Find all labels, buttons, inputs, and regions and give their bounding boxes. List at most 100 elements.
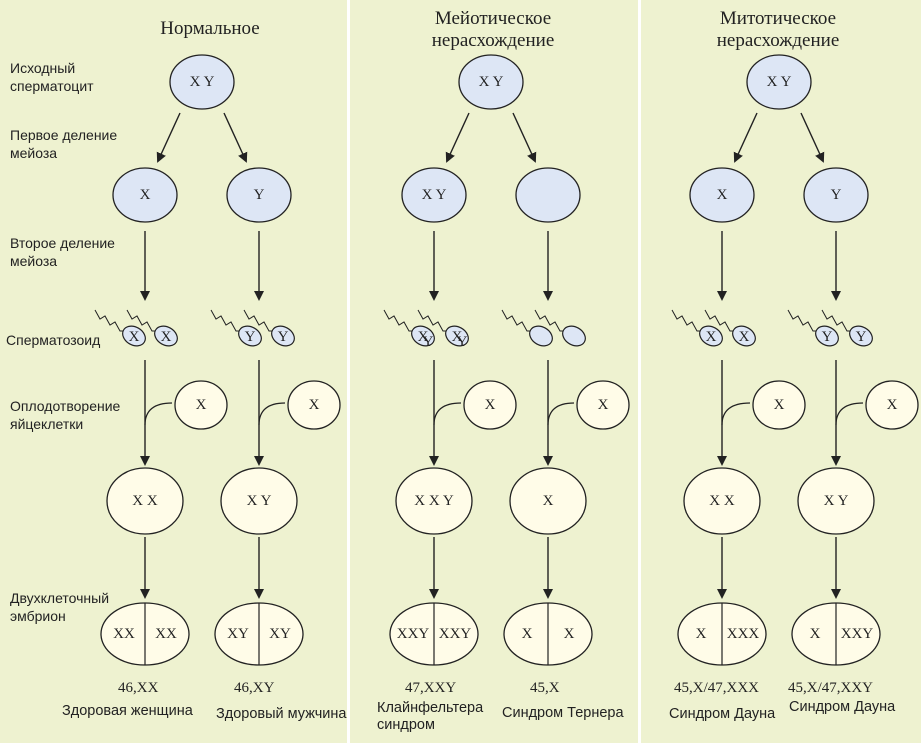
sperm-cell (562, 325, 586, 347)
fertilization-curve (433, 402, 462, 426)
egg-cell (463, 380, 517, 430)
embryo-cell-label: XXY (397, 626, 430, 642)
sperm-tail (704, 309, 735, 332)
sperm-cell (271, 325, 295, 347)
egg-cell (287, 380, 341, 430)
sperm-chromosome-label: X (706, 329, 717, 345)
sperm-chromosome-label: Y (278, 329, 289, 345)
embryo-cell-label: X (696, 626, 707, 642)
fertilization-curve (258, 402, 286, 426)
sperm-cell (699, 325, 723, 347)
embryo-cell-label: XX (113, 626, 135, 642)
fertilization-curve (721, 402, 751, 426)
sperm-chromosome-label: X (161, 329, 172, 345)
sperm-chromosome-label: X (452, 329, 463, 345)
embryo-cell-label: XY (269, 626, 291, 642)
cell-chromosome-label: X Y (190, 74, 215, 90)
fertilization-curve (835, 402, 864, 426)
zygote-cell (509, 467, 587, 535)
column-title-normal: Нормальное (160, 18, 260, 39)
sperm-cell (411, 325, 435, 347)
secondary-cell (401, 167, 467, 223)
sperm-tail (210, 309, 241, 332)
secondary-cell (689, 167, 755, 223)
zygote-chromosome-label: X Y (247, 493, 272, 509)
sperm-cell (849, 325, 873, 347)
secondary-cell (112, 167, 178, 223)
zygote-cell (395, 467, 473, 535)
egg-chromosome-label: X (196, 397, 207, 413)
sperm-cell (122, 325, 146, 347)
sperm-chromosome-label: Y (822, 329, 833, 345)
zygote-cell (797, 467, 875, 535)
karyotype-label: 45,X (530, 680, 560, 696)
stage-label-initial: Исходный сперматоцит (10, 60, 94, 94)
zygote-cell (106, 467, 184, 535)
arrow (512, 112, 537, 163)
outcome-label: Синдром Тернера (502, 705, 624, 721)
zygote-chromosome-label: X X Y (414, 493, 454, 509)
sperm-tail (501, 309, 532, 332)
stage-label-sperm: Сперматозоид (6, 332, 101, 348)
sperm-cell (732, 325, 756, 347)
karyotype-label: 46,XX (118, 680, 159, 696)
embryo-cell-label: XXY (841, 626, 874, 642)
egg-cell (865, 380, 919, 430)
embryo-cell-label: XX (155, 626, 177, 642)
column-title-meiotic: Мейотическое нерасхождение (431, 8, 555, 51)
egg-chromosome-label: X (774, 397, 785, 413)
zygote-chromosome-label: X Y (824, 493, 849, 509)
sperm-chromosome-label: Y (245, 329, 256, 345)
outcome-label: Здоровая женщина (62, 703, 193, 719)
cell-chromosome-label: X Y (479, 74, 504, 90)
sperm-chromosome-label: Y (457, 334, 468, 350)
zygote-chromosome-label: X X (709, 493, 735, 509)
secondary-cell (226, 167, 292, 223)
arrow (223, 112, 248, 163)
sperm-tail (534, 309, 565, 332)
stage-label-meiosis2: Второе деление мейоза (10, 235, 115, 269)
zygote-chromosome-label: X X (132, 493, 158, 509)
sperm-chromosome-label: X (739, 329, 750, 345)
cell-chromosome-label: X Y (422, 187, 447, 203)
sperm-chromosome-label: Y (423, 334, 434, 350)
embryo-cell-label: X (522, 626, 533, 642)
spermatocyte-cell (169, 54, 235, 110)
sperm-tail (383, 309, 414, 332)
embryo-cell-label: XXX (727, 626, 760, 642)
secondary-cell (515, 167, 581, 223)
outcome-label: Клайнфельтера синдром (377, 700, 484, 733)
stage-label-embryo: Двухклеточный эмбрион (10, 590, 110, 624)
karyotype-label: 46,XY (234, 680, 275, 696)
sperm-tail (94, 309, 125, 332)
egg-cell (174, 380, 228, 430)
sperm-tail (821, 309, 852, 332)
zygote-cell (683, 467, 761, 535)
zygote-cell (220, 467, 298, 535)
sperm-chromosome-label: X (129, 329, 140, 345)
egg-chromosome-label: X (887, 397, 898, 413)
fertilization-curve (144, 402, 173, 426)
embryo-cell-label: XY (227, 626, 249, 642)
arrow (800, 112, 825, 163)
arrow (733, 112, 758, 163)
stage-label-fertilization: Оплодотворение яйцеклетки (10, 398, 121, 432)
secondary-cell (803, 167, 869, 223)
egg-cell (576, 380, 630, 430)
spermatocyte-cell (746, 54, 812, 110)
karyotype-label: 45,X/47,XXX (674, 680, 759, 696)
egg-cell (752, 380, 806, 430)
outcome-label: Синдром Дауна (669, 706, 776, 722)
zygote-chromosome-label: X (543, 493, 554, 509)
sperm-tail (787, 309, 818, 332)
sperm-chromosome-label: X (418, 329, 429, 345)
sperm-tail (671, 309, 702, 332)
spermatocyte-cell (458, 54, 524, 110)
stage-label-meiosis1: Первое деление мейоза (10, 127, 118, 161)
fertilization-curve (547, 402, 575, 426)
karyotype-label: 47,XXY (405, 680, 457, 696)
sperm-cell (529, 325, 553, 347)
sperm-tail (417, 309, 448, 332)
